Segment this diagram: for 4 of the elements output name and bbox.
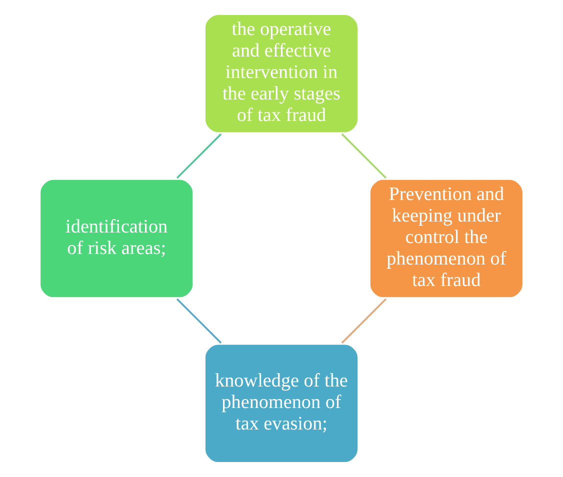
connector (176, 298, 222, 344)
connector (176, 133, 222, 179)
connector (341, 133, 387, 179)
connector (341, 298, 387, 344)
